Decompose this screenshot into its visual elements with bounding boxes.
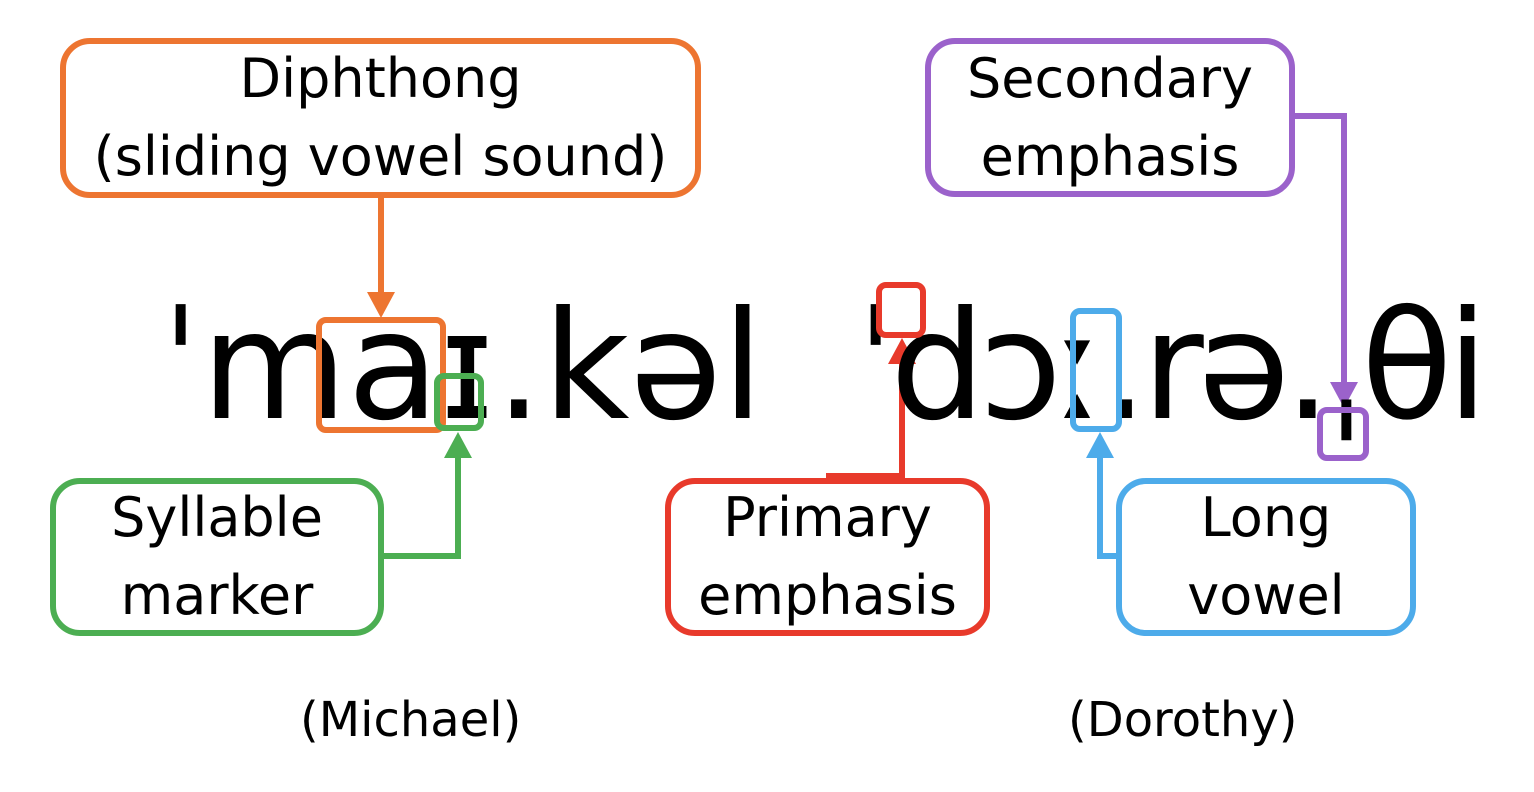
secondary-label-line1: Secondary (967, 46, 1253, 110)
diphthong-highlight (316, 317, 446, 433)
diphthong-label-line1: Diphthong (239, 47, 522, 110)
syllable-label-box: Syllable marker (50, 478, 384, 636)
primary-label-box: Primary emphasis (665, 478, 990, 636)
dorothy-name: (Dorothy) (1068, 692, 1298, 748)
long-arrow (1086, 432, 1118, 559)
syllable-highlight (434, 373, 484, 431)
primary-highlight (876, 282, 926, 338)
long-label-line2: vowel (1187, 564, 1345, 627)
diphthong-arrow (367, 197, 395, 318)
michael-ipa: ˈmaɪ.kəl (160, 280, 764, 454)
long-highlight (1070, 308, 1122, 432)
primary-label-line1: Primary (723, 486, 932, 549)
michael-name: (Michael) (300, 692, 522, 748)
primary-arrow (826, 338, 916, 479)
secondary-arrow (1294, 113, 1358, 408)
secondary-label-box: Secondary emphasis (925, 38, 1295, 197)
diphthong-label-box: Diphthong (sliding vowel sound) (60, 38, 701, 198)
long-label-line1: Long (1200, 486, 1332, 549)
dorothy-ipa: ˈdɔː.rə.ˌθi (855, 280, 1488, 454)
primary-label-line2: emphasis (698, 564, 957, 627)
syllable-arrow (384, 432, 472, 559)
secondary-label-line2: emphasis (980, 124, 1240, 188)
diphthong-label-line2: (sliding vowel sound) (93, 125, 668, 188)
syllable-label-line1: Syllable (111, 486, 323, 549)
syllable-label-line2: marker (120, 564, 314, 627)
secondary-highlight (1317, 407, 1369, 461)
long-label-box: Long vowel (1116, 478, 1416, 636)
